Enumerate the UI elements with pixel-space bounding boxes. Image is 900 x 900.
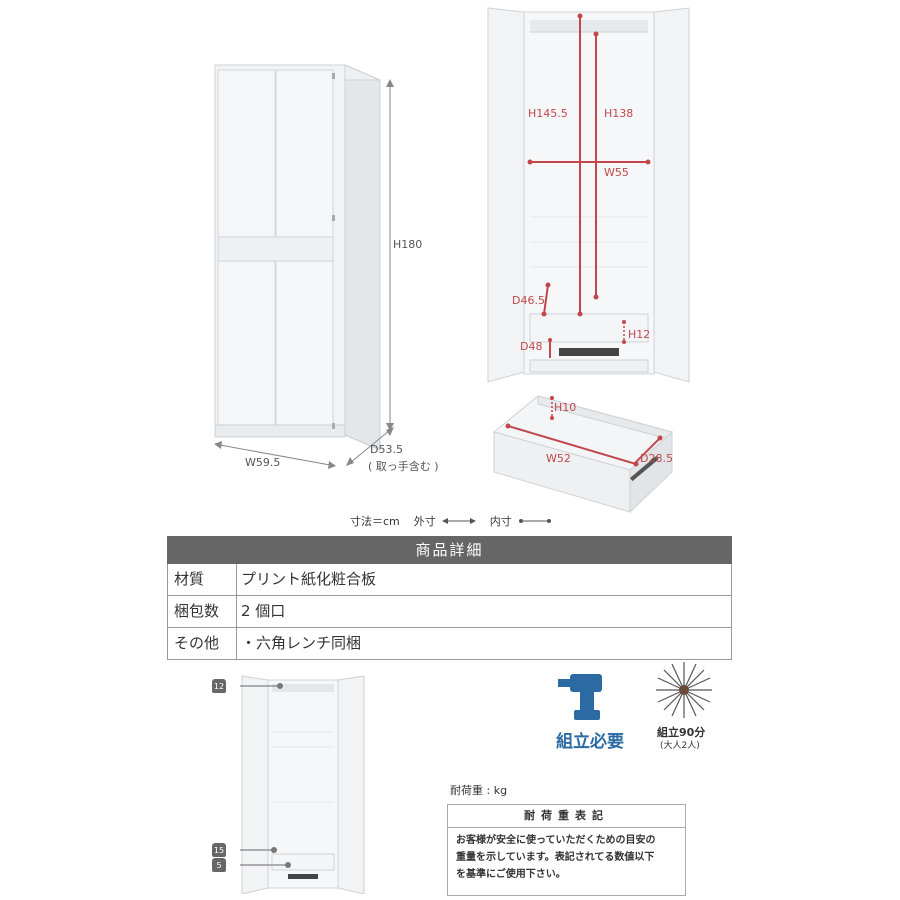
inner-height-1-label: H145.5 (528, 107, 568, 120)
width-label: W59.5 (245, 456, 281, 469)
drawer-width-label: W52 (546, 452, 571, 465)
spec-value: 2 個口 (241, 602, 286, 620)
load-line: を基準にご使用下さい。 (456, 869, 566, 880)
weight-bottom-badge: 5 (212, 858, 226, 872)
weight-mid-badge: 15 (212, 843, 226, 857)
open-wardrobe-figure (487, 7, 690, 383)
load-unit-note: 耐荷重 : kg (450, 784, 508, 797)
inner-height-2-label: H138 (604, 107, 634, 120)
depth-note: ( 取っ手含む ) (368, 460, 439, 473)
drawer-space-height-label: H12 (628, 328, 651, 341)
spec-value: プリント紙化粧合板 (241, 570, 377, 588)
load-capacity-box: 耐荷重表記 お客様が安全に使っていただくための目安の 重量を示しています。表記さ… (447, 804, 686, 896)
load-wardrobe-figure (240, 675, 365, 894)
spec-row: 材質 プリント紙化粧合板 (167, 564, 732, 596)
drawer-depth-label: D28.5 (640, 452, 673, 465)
load-line: 重量を示しています。表記されてる数値以下 (456, 852, 655, 863)
outer-arrow-icon (441, 518, 476, 524)
load-description: お客様が安全に使っていただくための目安の 重量を示しています。表記されてる数値以… (448, 828, 685, 887)
drawer-figure (492, 395, 674, 514)
assembly-people-text: (大人2人) (660, 741, 700, 751)
inner-depth-1-label: D46.5 (512, 294, 545, 307)
inner-text: 内寸 (489, 515, 512, 528)
drill-icon (558, 674, 602, 720)
unit-text: 寸法＝cm (350, 515, 400, 528)
inner-line-icon (518, 519, 551, 523)
assembly-time-text: 組立90分 (657, 726, 706, 739)
inner-width-label: W55 (604, 166, 629, 179)
load-title: 耐荷重表記 (448, 805, 685, 828)
height-label: H180 (393, 238, 423, 251)
spec-row: 梱包数 2 個口 (167, 596, 732, 628)
spec-title: 商品詳細 (167, 536, 732, 564)
assembly-required-text: 組立必要 (556, 732, 624, 752)
spec-label: その他 (168, 628, 237, 659)
spec-value: ・六角レンチ同梱 (241, 634, 362, 652)
outer-text: 外寸 (413, 515, 436, 528)
spec-label: 梱包数 (168, 596, 237, 627)
clock-burst-icon (656, 662, 712, 718)
depth-label: D53.5 (370, 443, 403, 456)
closed-wardrobe-figure (214, 64, 394, 469)
inner-depth-2-label: D48 (520, 340, 543, 353)
load-line: お客様が安全に使っていただくための目安の (456, 835, 656, 846)
spec-row: その他 ・六角レンチ同梱 (167, 628, 732, 660)
spec-label: 材質 (168, 564, 237, 595)
dimension-legend: 寸法＝cm 外寸 内寸 (350, 513, 552, 529)
drawer-height-label: H10 (554, 401, 577, 414)
weight-top-badge: 12 (212, 679, 226, 693)
spec-table: 商品詳細 材質 プリント紙化粧合板 梱包数 2 個口 その他 ・六角レンチ同梱 (167, 536, 732, 660)
